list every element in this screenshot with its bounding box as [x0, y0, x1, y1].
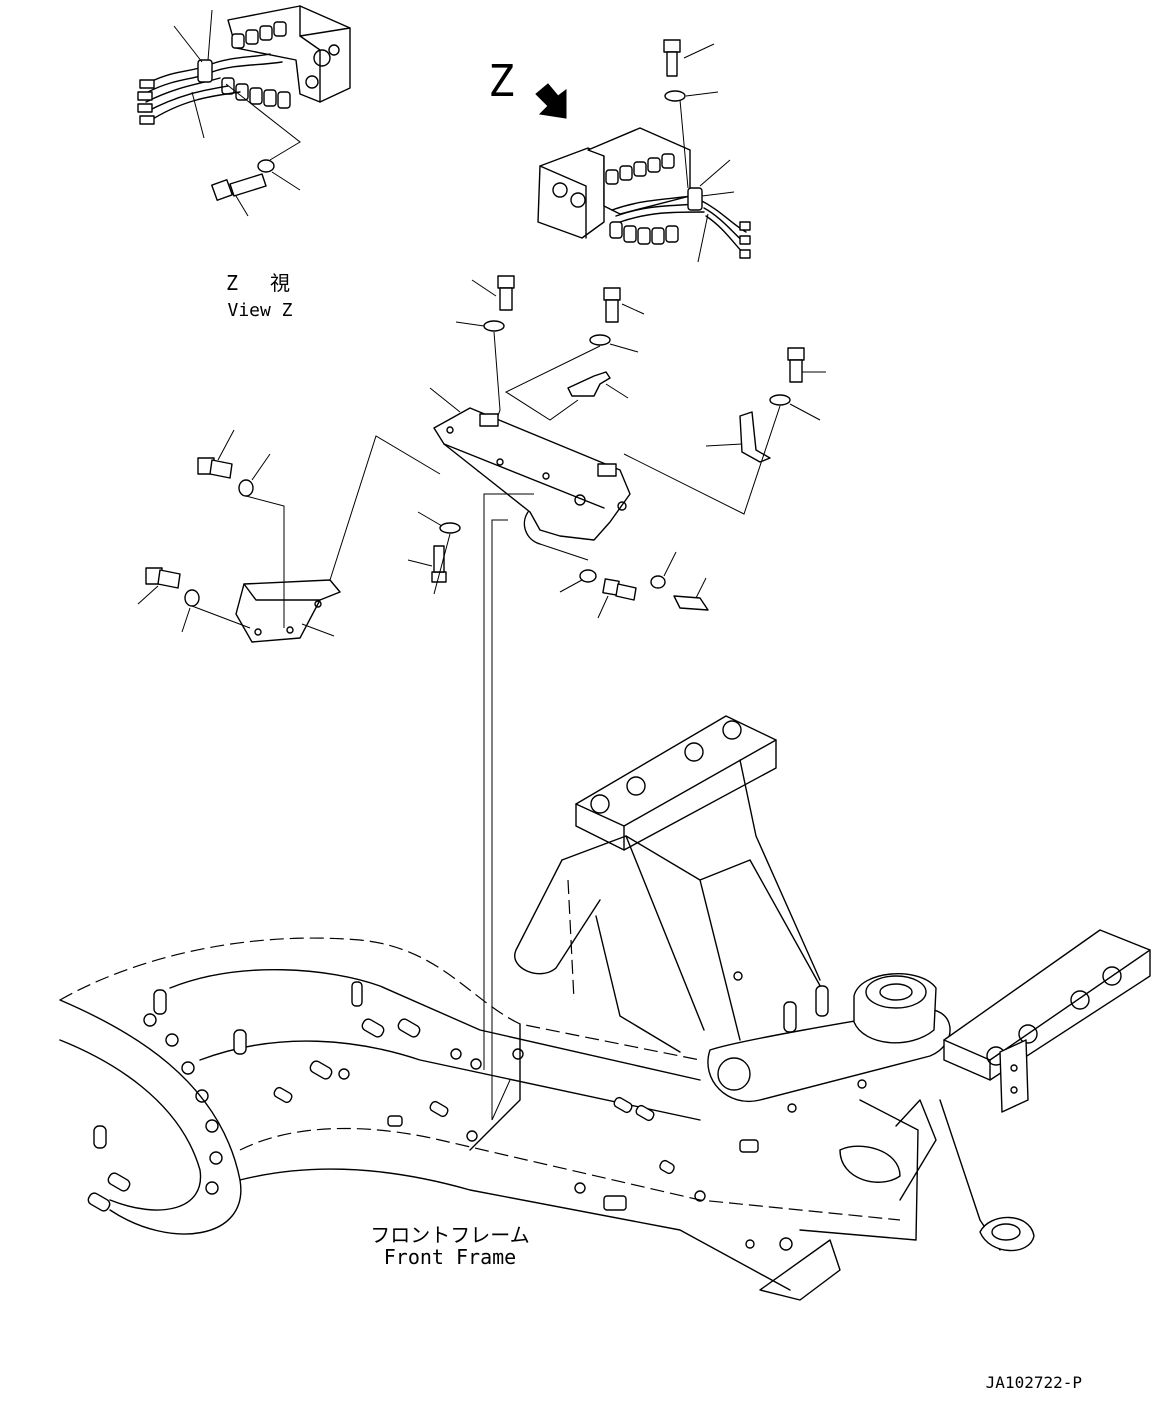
front-frame-label-en: Front Frame — [384, 1245, 516, 1269]
washer-right — [769, 394, 821, 421]
bracket-left — [235, 579, 341, 643]
washer-lower-right — [650, 551, 677, 589]
view-z-washer — [257, 159, 301, 191]
view-z-label-en: View Z — [227, 300, 292, 321]
view-marker-letter: Z — [488, 56, 515, 107]
bolt-upper-mid — [603, 287, 645, 323]
top-bolt — [663, 39, 715, 77]
view-z-spools — [221, 21, 291, 109]
bolt-upper-left — [471, 275, 515, 311]
drawing-number: JA102722-P — [986, 1373, 1082, 1392]
rear-cross-member — [939, 929, 1151, 1252]
top-washer — [664, 90, 719, 102]
washer-lower-mid — [559, 569, 597, 593]
bolt-lower-left — [407, 545, 447, 583]
view-z-bolt — [211, 173, 267, 217]
bolt-right — [787, 347, 826, 383]
mounting-plate — [429, 387, 631, 545]
view-z-label-jp: Z 視 — [226, 271, 290, 295]
main-valve-spools — [605, 153, 679, 245]
washer-upper-mid — [589, 334, 639, 353]
main-control-valve — [537, 39, 751, 263]
front-frame-label-jp: フロントフレーム — [370, 1223, 529, 1247]
front-frame-link — [707, 973, 951, 1301]
bracket-right — [705, 411, 771, 463]
front-ring — [59, 999, 242, 1235]
view-direction-arrow — [535, 83, 567, 119]
front-frame — [59, 715, 1151, 1301]
washer-upper-left — [455, 320, 505, 332]
washer-lower-left — [417, 511, 461, 534]
bolt-lower-mid — [597, 578, 637, 619]
view-z-valve-assembly — [137, 5, 351, 217]
main-valve-harness — [611, 187, 751, 259]
frame-bosses — [87, 971, 867, 1251]
washer-left-upper — [238, 453, 271, 497]
bolt-left-upper — [197, 429, 235, 479]
bolt-left-lower — [137, 567, 181, 605]
washer-left-lower — [181, 589, 200, 633]
view-z-harness — [137, 53, 283, 125]
small-clip — [567, 371, 629, 399]
bolt-lower-right — [673, 577, 709, 611]
